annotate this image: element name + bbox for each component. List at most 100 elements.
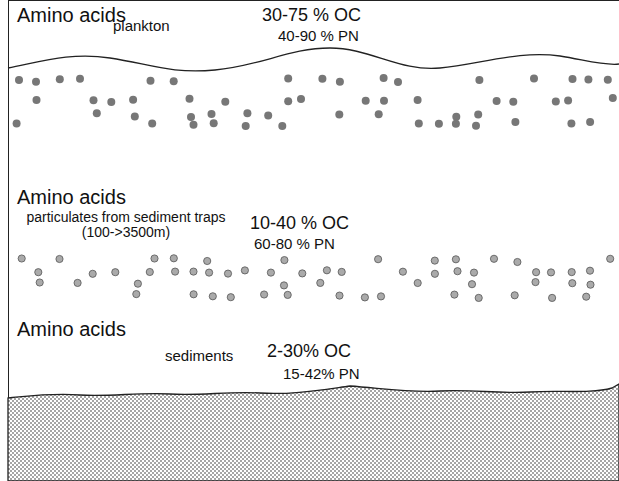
particle-dot [549,294,556,301]
particle-dot [209,293,216,300]
particle-dot [338,268,345,275]
particle-dot [299,270,306,277]
particle-dot [552,98,560,106]
particle-dot [90,96,98,104]
particle-dot [170,77,178,85]
percent-value: 30-75 % OC [262,6,361,26]
particle-dot [336,78,344,86]
particle-dot [468,281,475,288]
particle-dot [76,75,84,83]
particle-dot [317,279,324,286]
particle-dot [375,110,383,118]
particle-dot [204,257,211,264]
particle-dot [567,119,575,127]
particle-dot [474,111,482,119]
particle-dot [530,75,538,83]
particle-dot [533,269,540,276]
particle-dot [452,113,460,121]
particle-dot [609,94,617,102]
particle-dot [415,120,423,128]
particle-dot [107,98,115,106]
particle-dot [452,120,460,128]
particle-dot [278,122,286,130]
particle-dot [297,95,305,103]
particle-dot [267,269,274,276]
particle-dot [604,76,612,84]
particle-dot [452,256,459,263]
particle-dot [36,279,43,286]
particle-dot [187,113,195,121]
particle-dot [146,268,153,275]
particle-dot [241,267,248,274]
sample-label: particulates from sediment traps (100->3… [10,210,242,241]
particle-dot [131,113,139,121]
particle-dot [318,75,326,83]
particle-dot [511,118,519,126]
heading: Amino acids [17,4,126,26]
percent-value: 40-90 % PN [278,28,359,45]
particle-dot [56,75,64,83]
percent-value: 2-30% OC [267,342,351,362]
particle-dot [323,267,330,274]
particle-dot [242,122,250,130]
sample-label: plankton [113,18,170,35]
particle-dot [414,279,421,286]
particle-dot [375,256,382,263]
plankton-dots [13,74,617,130]
particle-dot [475,294,482,301]
particle-dot [509,98,517,106]
particle-dot [224,270,231,277]
particle-dots [18,255,614,302]
particle-dot [362,97,370,105]
particle-dot [112,269,119,276]
particle-dot [13,120,21,128]
sea-surface [8,48,619,71]
particle-dot [511,292,518,299]
particle-dot [380,97,388,105]
particle-dot [172,268,179,275]
particle-dot [221,98,229,106]
sample-label: sediments [165,348,233,365]
particle-dot [336,292,343,299]
particle-dot [281,257,288,264]
particle-dot [186,95,194,103]
particle-dot [151,255,158,262]
particle-dot [569,280,576,287]
particle-dot [280,282,287,289]
particle-dot [264,111,272,119]
particle-dot [435,120,443,128]
particle-dot [470,269,477,276]
particle-dot [451,291,458,298]
particle-dot [32,78,40,86]
particle-dot [129,96,137,104]
particle-dot [284,75,292,83]
particle-dot [208,110,216,118]
particle-dot [583,293,590,300]
particle-dot [514,258,521,265]
particle-dot [56,255,63,262]
particle-dot [148,120,156,128]
particle-dot [190,268,197,275]
particle-dot [472,122,480,130]
particle-dot [335,110,343,118]
particle-dot [431,270,438,277]
particle-dot [587,281,594,288]
particle-dot [170,255,177,262]
particle-dot [35,269,42,276]
particle-dot [89,270,96,277]
particle-dot [431,257,438,264]
particle-dot [586,118,594,126]
particle-dot [490,255,497,262]
particle-dot [532,279,539,286]
particle-dot [261,291,268,298]
particle-dot [394,78,402,86]
particle-dot [414,96,422,104]
particle-dot [399,268,406,275]
particle-dot [377,293,384,300]
particle-dot [380,74,388,82]
particle-dot [210,119,218,127]
particle-dot [133,291,140,298]
particle-dot [206,269,213,276]
heading: Amino acids [17,186,126,208]
